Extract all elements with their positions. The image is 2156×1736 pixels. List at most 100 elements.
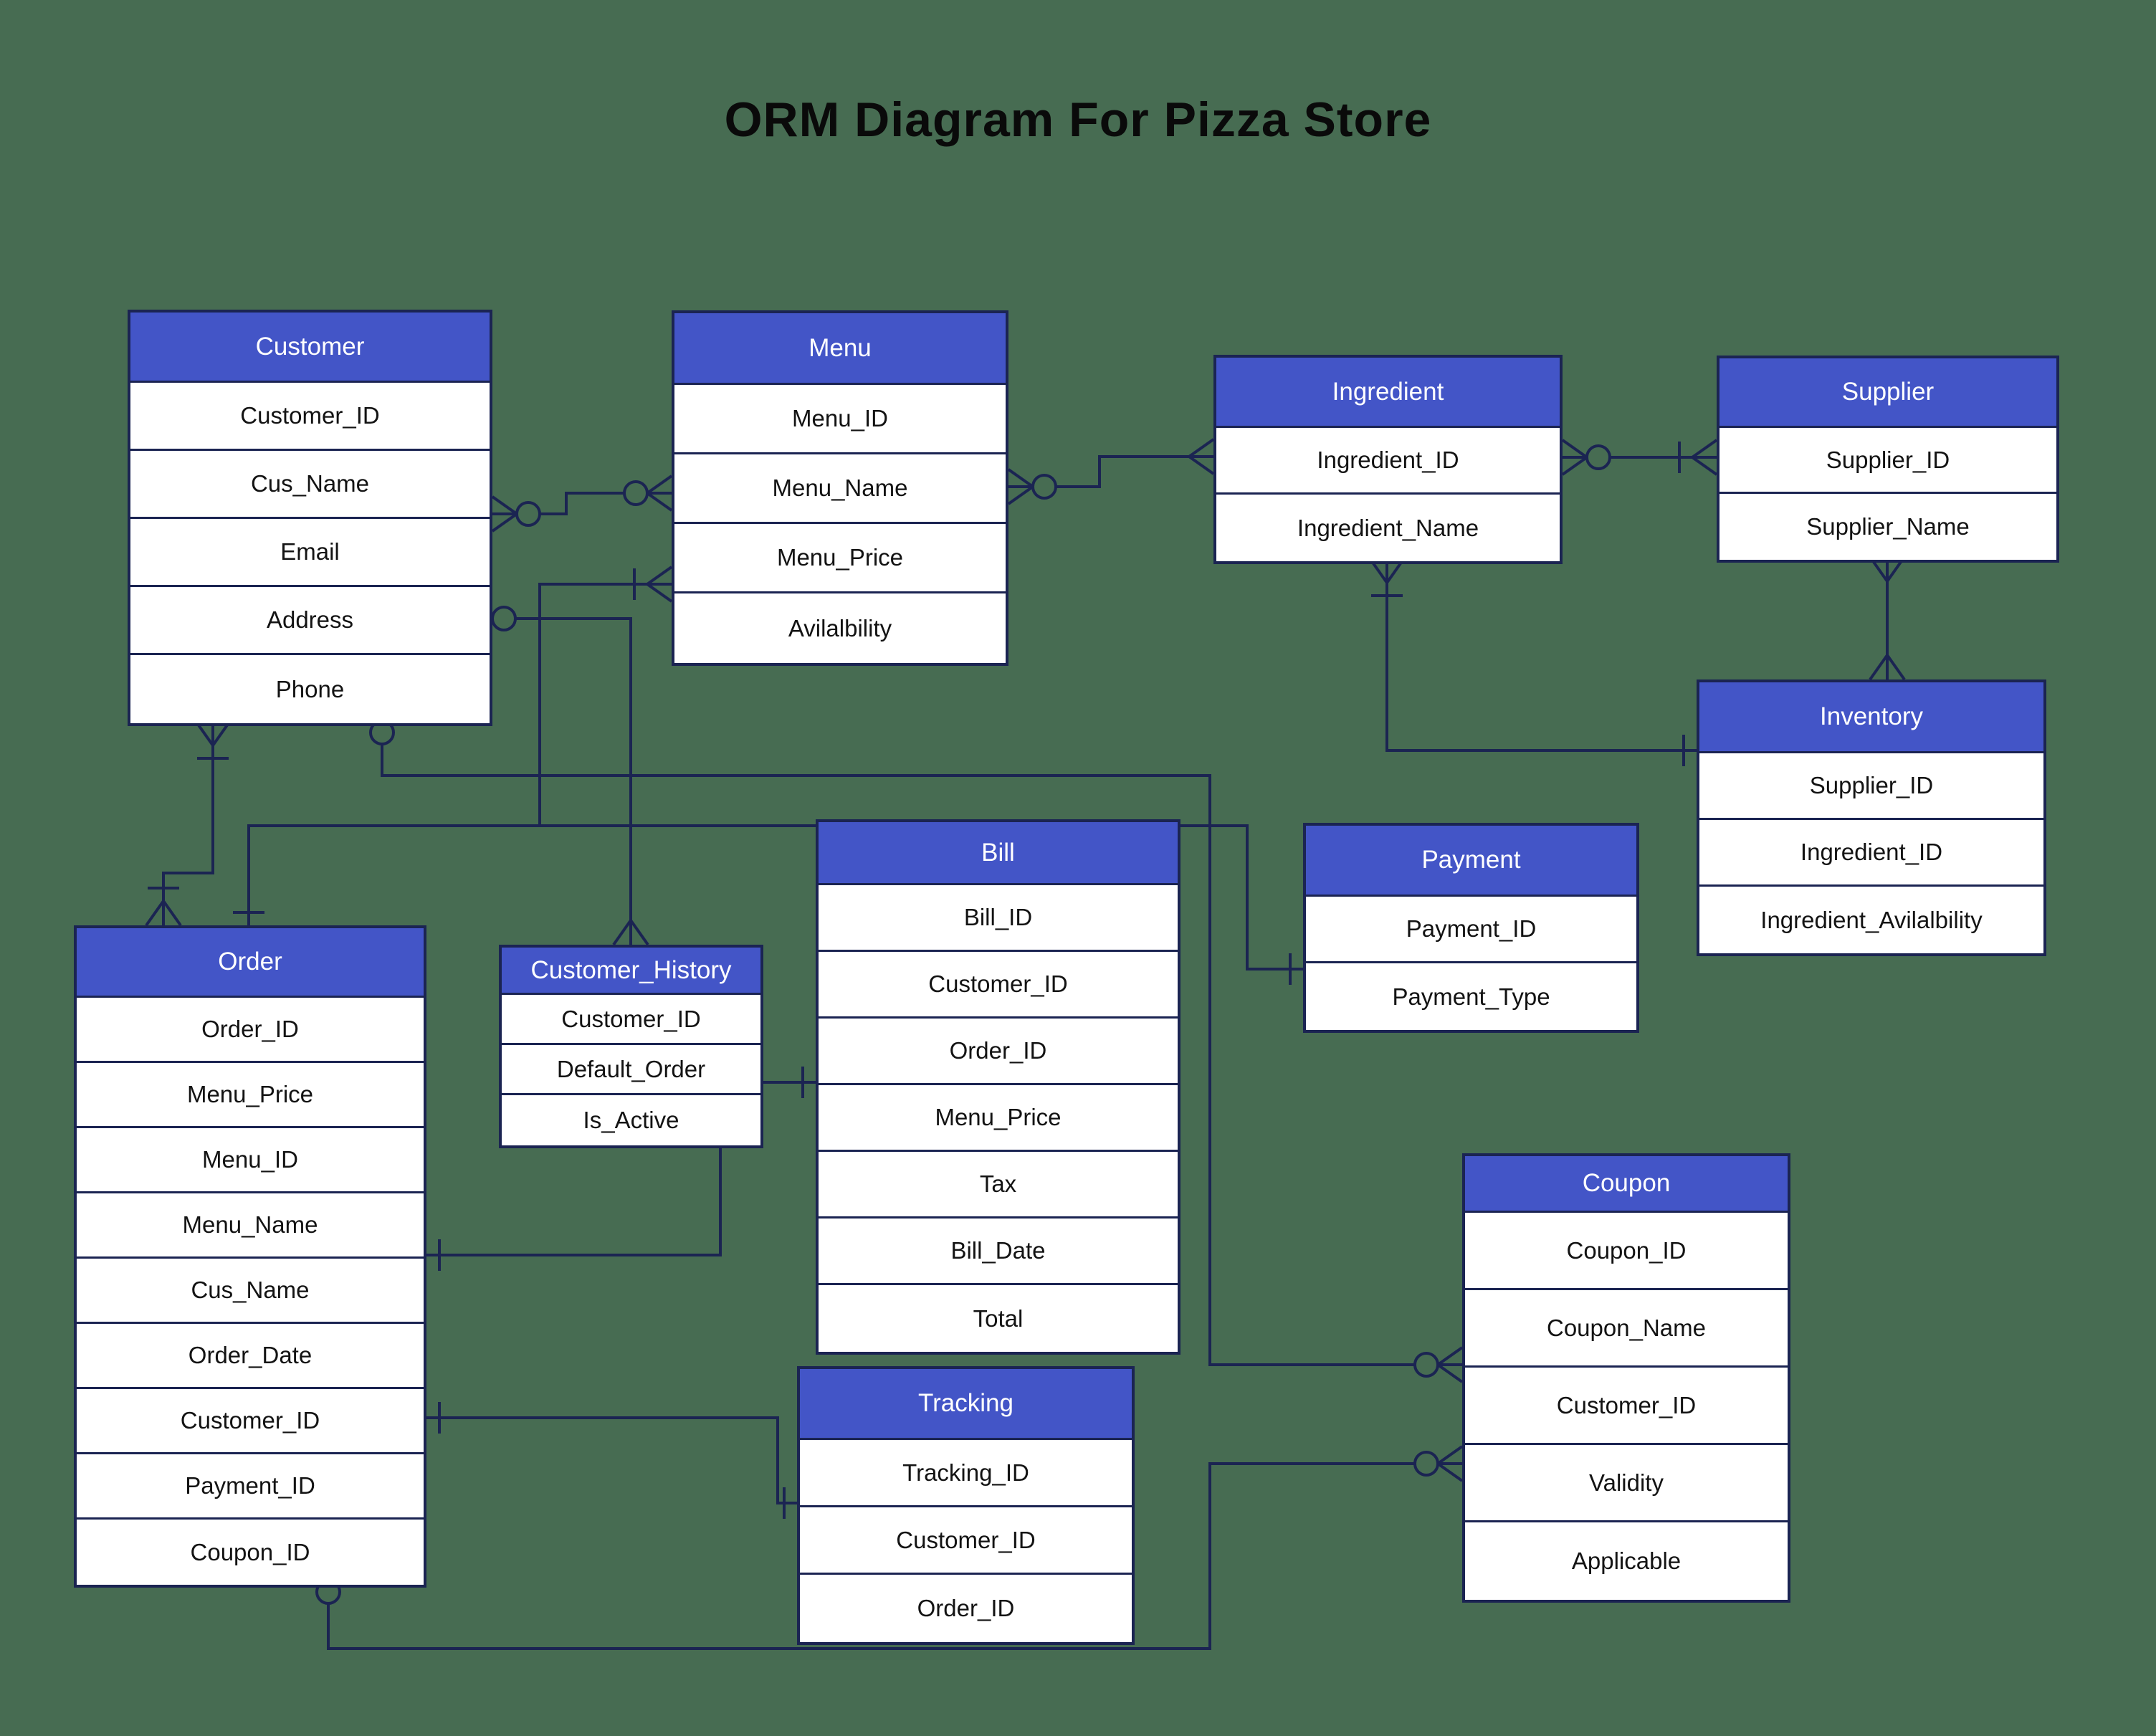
entity-row: Customer_ID <box>77 1389 424 1454</box>
circle-zero-icon <box>491 606 517 631</box>
connector-ingredient-supplier[interactable] <box>1561 439 1718 476</box>
connector-line <box>426 1081 816 1256</box>
entity-title: Bill <box>819 822 1178 885</box>
entity-row: Ingredient_ID <box>1699 820 2043 887</box>
crowfoot-many-icon <box>491 495 518 533</box>
entity-row: Email <box>130 519 490 587</box>
crowfoot-many-icon <box>646 566 673 603</box>
entity-row: Validity <box>1465 1445 1788 1522</box>
connector-bill-payment[interactable] <box>1180 824 1303 985</box>
entity-title: Payment <box>1306 826 1636 897</box>
entity-row: Applicable <box>1465 1522 1788 1600</box>
circle-zero-icon <box>1413 1352 1439 1378</box>
entity-row: Ingredient_ID <box>1216 428 1560 495</box>
crowfoot-many-icon <box>1561 439 1588 476</box>
entity-row: Ingredient_Avilalbility <box>1699 887 2043 953</box>
connector-line <box>426 1416 797 1504</box>
entity-row: Tracking_ID <box>800 1440 1132 1507</box>
entity-title: Inventory <box>1699 682 2043 753</box>
page-title: ORM Diagram For Pizza Store <box>724 92 1432 147</box>
entity-title: Ingredient <box>1216 358 1560 428</box>
entity-row: Supplier_Name <box>1719 494 2056 560</box>
crowfoot-many-icon <box>145 900 182 927</box>
circle-zero-icon <box>515 501 541 527</box>
entity-row: Order_Date <box>77 1324 424 1389</box>
entity-row: Coupon_Name <box>1465 1290 1788 1368</box>
circle-zero-icon <box>623 480 649 506</box>
entity-title: Supplier <box>1719 358 2056 428</box>
entity-title: Order <box>77 928 424 998</box>
connector-line <box>381 721 1462 1366</box>
circle-zero-icon <box>1031 474 1057 500</box>
entity-row: Cus_Name <box>130 451 490 519</box>
crowfoot-many-icon <box>1691 439 1718 476</box>
entity-row: Customer_ID <box>502 995 760 1045</box>
entity-row: Order_ID <box>800 1575 1132 1642</box>
entity-row: Ingredient_Name <box>1216 495 1560 561</box>
crowfoot-many-icon <box>612 919 649 946</box>
entity-title: Tracking <box>800 1369 1132 1440</box>
connector-customer-menu[interactable] <box>491 474 673 533</box>
connector-order-tracking[interactable] <box>426 1402 797 1519</box>
connector-line <box>327 1462 1462 1650</box>
entity-row: Default_Order <box>502 1045 760 1095</box>
entity-row: Menu_Name <box>674 454 1006 524</box>
entity-title: Customer_History <box>502 948 760 995</box>
connector-ingredient-inventory[interactable] <box>1368 557 1697 766</box>
circle-zero-icon <box>1585 444 1611 470</box>
connector-customer-customer_history[interactable] <box>491 606 649 946</box>
crowfoot-many-icon <box>646 474 673 512</box>
entity-row: Supplier_ID <box>1719 428 2056 494</box>
entity-row: Supplier_ID <box>1699 753 2043 820</box>
crowfoot-many-icon <box>1436 1445 1464 1482</box>
entity-row: Payment_Type <box>1306 963 1636 1030</box>
entity-row: Address <box>130 587 490 655</box>
connector-customer-order[interactable] <box>145 720 232 927</box>
entity-row: Menu_ID <box>77 1128 424 1193</box>
connector-line <box>492 617 632 945</box>
entity-row: Menu_Name <box>77 1193 424 1259</box>
entity-row: Payment_ID <box>77 1454 424 1520</box>
crowfoot-many-icon <box>1436 1346 1464 1383</box>
circle-zero-icon <box>1413 1451 1439 1477</box>
entity-title: Coupon <box>1465 1156 1788 1213</box>
connector-line <box>1180 824 1303 970</box>
entity-row: Tax <box>819 1152 1178 1218</box>
entity-row: Menu_Price <box>674 524 1006 593</box>
entity-row: Menu_Price <box>77 1063 424 1128</box>
connector-menu-ingredient[interactable] <box>1007 438 1215 505</box>
connector-line <box>1385 558 1697 752</box>
entity-row: Cus_Name <box>77 1259 424 1324</box>
entity-row: Payment_ID <box>1306 897 1636 963</box>
crowfoot-many-icon <box>1007 468 1034 505</box>
entity-row: Is_Active <box>502 1095 760 1145</box>
entity-row: Coupon_ID <box>77 1520 424 1585</box>
entity-row: Avilalbility <box>674 593 1006 663</box>
entity-row: Bill_Date <box>819 1218 1178 1285</box>
entity-row: Order_ID <box>819 1019 1178 1085</box>
connector-order-bill[interactable] <box>426 1067 816 1271</box>
entity-title: Menu <box>674 313 1006 385</box>
connector-supplier-inventory[interactable] <box>1869 555 1906 681</box>
entity-title: Customer <box>130 313 490 383</box>
entity-row: Coupon_ID <box>1465 1213 1788 1290</box>
connector-customer-coupon[interactable] <box>369 720 1464 1383</box>
entity-row: Customer_ID <box>819 952 1178 1019</box>
entity-row: Order_ID <box>77 998 424 1063</box>
entity-row: Bill_ID <box>819 885 1178 952</box>
entity-row: Customer_ID <box>1465 1368 1788 1445</box>
entity-row: Total <box>819 1285 1178 1352</box>
